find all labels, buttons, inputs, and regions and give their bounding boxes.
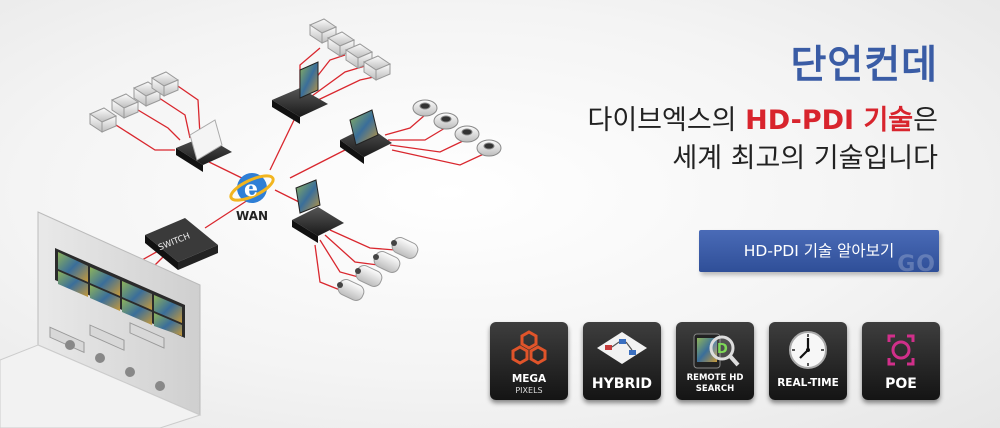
headline: 단언컨데 다이브엑스의 HD-PDI 기술은 세계 최고의 기술입니다 [587,34,938,178]
hybrid-icon [597,332,647,364]
feature-real-time: REAL-TIME [769,322,847,400]
feature-remote-line2: SEARCH [695,384,735,394]
go-watermark: GO [897,252,936,272]
svg-text:e: e [244,176,258,202]
wan-internet-icon: e WAN [229,173,275,223]
feature-remote-hd-search: D REMOTE HD SEARCH [676,322,754,400]
bullet-cameras [337,237,419,301]
box-cameras-left [88,71,180,133]
headline-line-1-pre: 다이브엑스의 [587,105,746,136]
feature-poe: POE [862,322,940,400]
dome-cameras [412,99,502,157]
headline-line-1-post: 은 [913,105,938,136]
feature-hybrid-line1: HYBRID [591,376,653,392]
feature-mega-line1: MEGA [511,373,547,385]
mega-pixels-icon [511,330,547,365]
box-cameras-top [308,18,392,81]
feature-poe-line1: POE [885,376,917,392]
network-switch: SWITCH [145,218,218,270]
feature-mega-pixels: MEGA PIXELS [490,322,568,400]
svg-text:D: D [717,342,728,357]
headline-highlight: HD-PDI 기술 [745,105,914,136]
monitoring-room [0,211,202,428]
magnifier-icon: D [693,333,740,369]
learn-more-label: HD-PDI 기술 알아보기 [743,242,895,260]
feature-remote-line1: REMOTE HD [686,373,744,383]
feature-hybrid: HYBRID [583,322,661,400]
poe-icon [887,334,915,366]
feature-mega-line2: PIXELS [515,386,543,395]
feature-realtime-line1: REAL-TIME [777,377,839,389]
dvr-units [176,61,392,243]
clock-icon [789,331,827,369]
headline-line-1: 다이브엑스의 HD-PDI 기술은 [587,102,938,140]
brand-title: 단언컨데 [790,43,938,88]
network-diagram: SWITCH e WAN [0,18,502,428]
headline-line-2: 세계 최고의 기술입니다 [672,143,938,174]
learn-more-button[interactable]: HD-PDI 기술 알아보기 GO [699,230,939,272]
wan-label: WAN [236,209,268,223]
